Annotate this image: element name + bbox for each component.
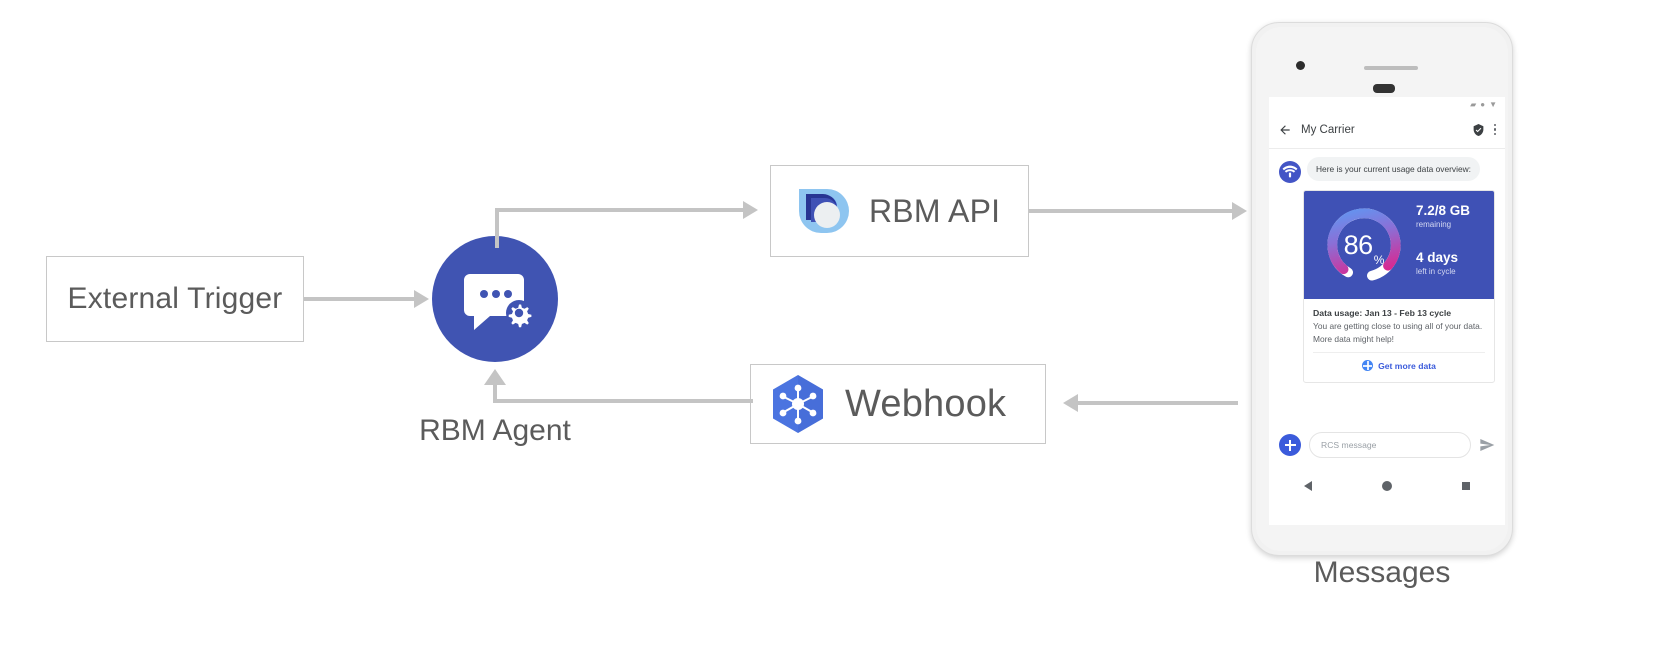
connector-webhook-to-agent-vline <box>493 385 497 403</box>
get-more-data-label: Get more data <box>1378 360 1436 371</box>
gauge-percent-symbol: % <box>1373 253 1385 267</box>
connector-phone-to-webhook-arrow <box>1063 394 1078 412</box>
conversation-area: Here is your current usage data overview… <box>1269 149 1505 503</box>
phone-device: ▰ ● ▼ My Carrier <box>1251 22 1513 556</box>
wifi-icon: ● <box>1480 100 1486 109</box>
app-bar: My Carrier <box>1269 111 1505 149</box>
back-arrow-icon[interactable] <box>1278 123 1292 137</box>
webhook-hexagon-icon <box>773 375 823 433</box>
data-remaining-label: remaining <box>1416 220 1452 230</box>
android-nav-bar <box>1269 469 1505 503</box>
globe-icon <box>1362 360 1374 372</box>
chat-gear-icon <box>464 274 532 330</box>
connector-api-to-phone-line <box>1029 209 1237 213</box>
connector-webhook-to-agent-hline <box>495 399 753 403</box>
connector-trigger-to-agent-arrow <box>414 290 429 308</box>
front-camera-icon <box>1296 61 1305 70</box>
connector-agent-to-api-arrow <box>743 201 758 219</box>
messages-label: Messages <box>1313 556 1451 589</box>
card-body-line2: More data might help! <box>1313 333 1395 344</box>
battery-icon: ▼ <box>1489 100 1497 109</box>
sensor-notch <box>1373 84 1395 93</box>
get-more-data-button[interactable]: Get more data <box>1313 352 1485 378</box>
verified-shield-icon[interactable] <box>1472 123 1485 137</box>
nav-home-icon[interactable] <box>1382 481 1392 491</box>
rbm-agent-label: RBM Agent <box>419 414 571 447</box>
overflow-menu-icon[interactable] <box>1493 123 1496 136</box>
data-remaining-value: 7.2/8 GB <box>1416 203 1471 218</box>
incoming-message-row: Here is your current usage data overview… <box>1269 157 1505 183</box>
message-composer: RCS message <box>1269 425 1505 465</box>
rcs-message-placeholder: RCS message <box>1321 440 1377 450</box>
gauge-percent-value: 86 <box>1343 229 1374 260</box>
add-attachment-button[interactable] <box>1279 434 1301 456</box>
usage-gauge-icon <box>1327 208 1401 282</box>
agent-avatar-icon <box>1279 161 1301 183</box>
card-hero: 86 % 7.2/8 GB remaining 4 days left in c… <box>1304 191 1494 299</box>
nav-back-icon[interactable] <box>1304 481 1312 491</box>
webhook-node[interactable]: Webhook <box>750 364 1046 444</box>
phone-body: ▰ ● ▼ My Carrier <box>1256 27 1508 551</box>
rbm-api-label: RBM API <box>869 192 1001 229</box>
days-left-label: left in cycle <box>1416 267 1456 277</box>
connector-api-to-phone-arrow <box>1232 202 1247 220</box>
rcs-message-input[interactable]: RCS message <box>1309 432 1471 458</box>
external-trigger-node[interactable]: External Trigger <box>46 256 304 342</box>
rich-card[interactable]: 86 % 7.2/8 GB remaining 4 days left in c… <box>1303 190 1495 384</box>
connector-agent-to-api-hline <box>495 208 745 212</box>
send-icon[interactable] <box>1479 437 1495 453</box>
external-trigger-label: External Trigger <box>67 282 283 315</box>
phone-screen: ▰ ● ▼ My Carrier <box>1269 97 1505 525</box>
card-body: Data usage: Jan 13 - Feb 13 cycle You ar… <box>1304 299 1494 382</box>
connector-webhook-to-agent-arrow <box>484 369 506 385</box>
incoming-message-bubble: Here is your current usage data overview… <box>1307 157 1481 182</box>
nav-recents-icon[interactable] <box>1462 482 1470 490</box>
days-left-value: 4 days <box>1416 250 1459 266</box>
card-hero-stats: 7.2/8 GB remaining 4 days left in cycle <box>1416 203 1494 278</box>
connector-trigger-to-agent-line <box>304 297 416 301</box>
status-bar: ▰ ● ▼ <box>1269 97 1505 111</box>
connector-agent-to-api-vline <box>495 208 499 248</box>
signal-icon: ▰ <box>1470 100 1477 109</box>
card-body-line1: You are getting close to using all of yo… <box>1313 321 1483 332</box>
conversation-title: My Carrier <box>1301 123 1355 136</box>
webhook-label: Webhook <box>845 382 1007 425</box>
card-title: Data usage: Jan 13 - Feb 13 cycle <box>1313 308 1452 318</box>
earpiece-speaker <box>1364 66 1418 70</box>
connector-phone-to-webhook-line <box>1078 401 1238 405</box>
rbm-api-node[interactable]: RBM API <box>770 165 1029 257</box>
rbm-api-logo-icon <box>799 189 849 233</box>
rbm-agent-node[interactable] <box>432 236 558 362</box>
gauge-percent-readout: 86 % <box>1320 201 1408 289</box>
